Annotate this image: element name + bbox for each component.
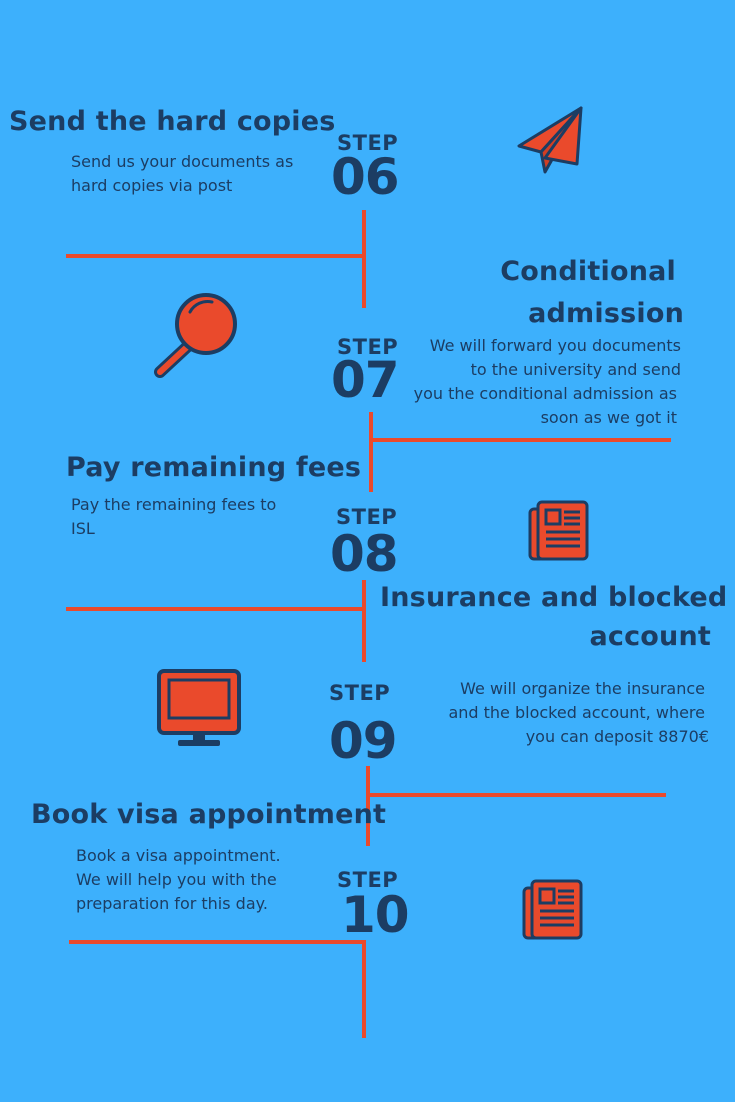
monitor-icon	[156, 668, 242, 748]
step-07-description: We will forward you documents to the uni…	[413, 336, 681, 427]
magnifying-glass-icon	[150, 290, 242, 380]
step-09-connector-horizontal	[366, 793, 666, 797]
step-07-connector-horizontal	[370, 438, 671, 442]
step-10-description: Book a visa appointment. We will help yo…	[76, 846, 281, 913]
step-08-connector-horizontal	[66, 607, 362, 611]
step-08-description: Pay the remaining fees to ISL	[71, 495, 277, 538]
step-08-number: 08	[330, 525, 399, 583]
newspaper-icon	[521, 878, 585, 942]
step-09-label: STEP	[329, 681, 391, 705]
step-08-title: Pay remaining fees	[66, 452, 362, 483]
newspaper-icon	[527, 499, 591, 563]
step-10-title: Book visa appointment	[31, 799, 387, 830]
step-10-number: 10	[341, 886, 410, 944]
step-08-connector-vertical	[362, 580, 366, 662]
step-06-description: Send us your documents as hard copies vi…	[71, 152, 294, 195]
paper-plane-icon	[515, 104, 587, 176]
step-09-description: We will organize the insurance and the b…	[448, 679, 709, 746]
step-07-connector-vertical	[369, 412, 373, 492]
step-06-title: Send the hard copies	[9, 106, 336, 137]
step-09-connector-vertical	[366, 766, 370, 846]
step-07-title-line2: admission	[528, 298, 684, 329]
step-07-label: STEP	[337, 335, 399, 359]
step-09-title: Insurance and blocked	[380, 582, 728, 613]
step-06-label: STEP	[337, 131, 399, 155]
step-07-title: Conditional	[500, 256, 676, 287]
step-06-number: 06	[331, 148, 400, 206]
step-10-connector-vertical	[362, 940, 366, 1038]
step-07-number: 07	[331, 351, 400, 409]
step-06-connector-horizontal	[66, 254, 362, 258]
step-08-label: STEP	[336, 505, 398, 529]
step-10-label: STEP	[337, 868, 399, 892]
step-09-title-line2: account	[589, 621, 711, 652]
step-06-connector-vertical	[362, 210, 366, 308]
step-09-number: 09	[329, 712, 398, 770]
step-10-connector-horizontal	[69, 940, 366, 944]
